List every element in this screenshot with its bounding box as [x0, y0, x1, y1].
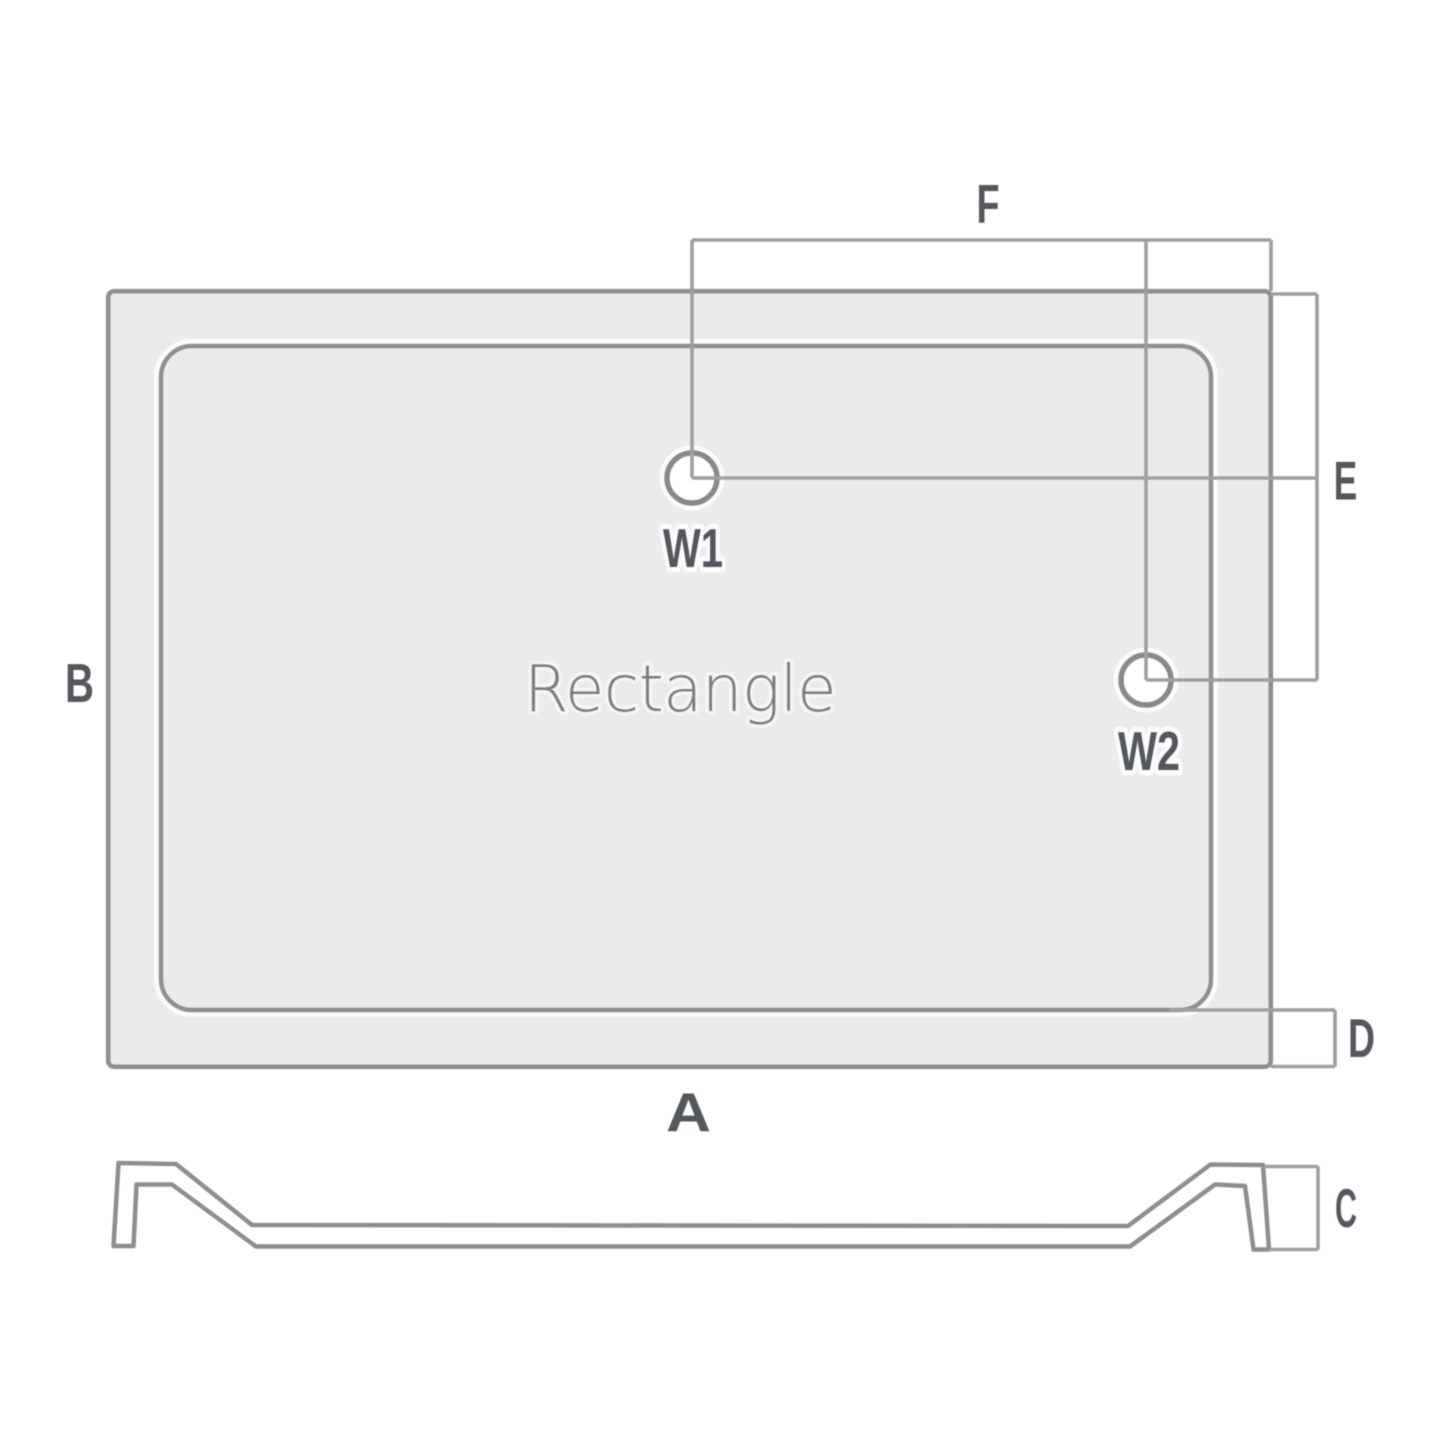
tray-floor: [161, 346, 1211, 1010]
side-profile-view: C: [111, 1160, 1357, 1252]
label-e: E: [1334, 450, 1358, 512]
label-f: F: [977, 173, 1000, 235]
waste2-label: W2: [1118, 720, 1180, 782]
label-d: D: [1348, 1007, 1375, 1069]
plan-view: B A F E D W1 W2 Rectangle: [65, 173, 1375, 1143]
waste1-label: W1: [663, 517, 723, 579]
tray-floor-edge: [158, 343, 1214, 1013]
shape-title: Rectangle: [524, 653, 836, 727]
profile-outline: [111, 1160, 1272, 1252]
label-a: A: [666, 1081, 711, 1143]
label-b: B: [65, 652, 94, 714]
label-c: C: [1335, 1177, 1357, 1239]
